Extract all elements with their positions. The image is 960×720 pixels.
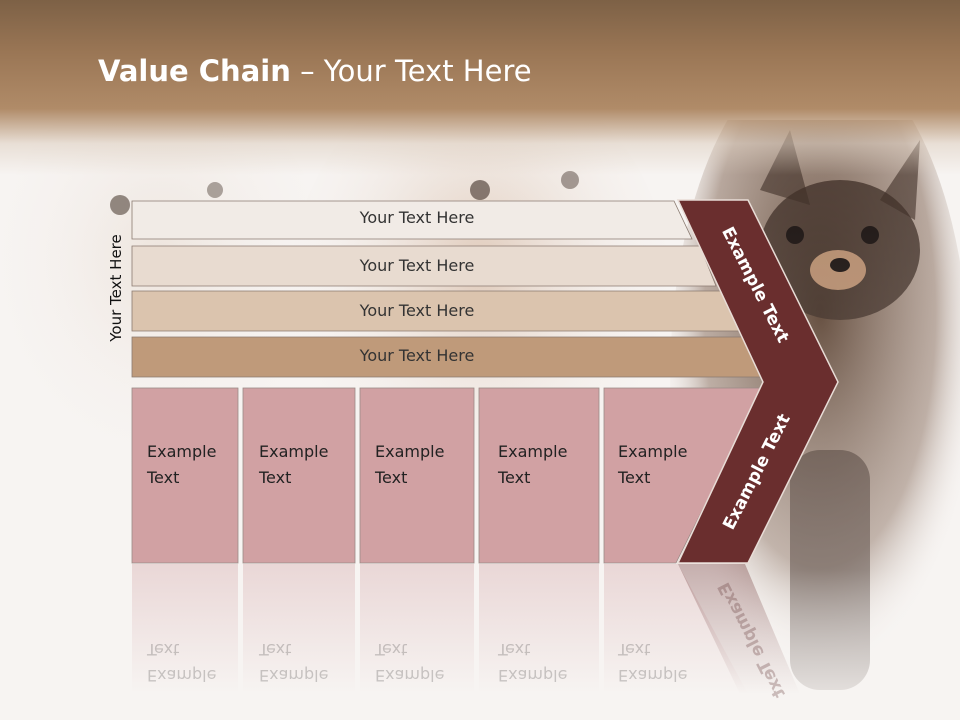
column-3-reflection-line1: Example [375,666,445,685]
column-1-reflection-line1: Example [147,666,217,685]
column-5-line1: Example [618,442,688,461]
column-4-line2: Text [498,468,531,487]
column-2-reflection-line1: Example [259,666,329,685]
bar-2-label: Your Text Here [359,256,475,275]
column-4-reflection-line2: Text [498,640,531,659]
column-4-reflection-line1: Example [498,666,568,685]
column-4-line1: Example [498,442,568,461]
column-2 [242,387,356,564]
column-3-reflection-line2: Text [375,640,408,659]
bar-2 [131,245,717,287]
column-1-line2: Text [147,468,180,487]
side-label: Your Text Here [107,234,125,342]
column-1-reflection: Example Text [147,636,237,688]
title-bold: Value Chain [98,54,291,88]
column-2-reflection-line2: Text [259,640,292,659]
bar-1-label: Your Text Here [359,208,475,227]
column-2-reflection: Example Text [259,636,349,688]
column-3-line2: Text [375,468,408,487]
column-1 [131,387,239,564]
column-3-reflection: Example Text [375,636,465,688]
column-5-reflection: Example Text [618,636,708,688]
bar-1 [131,200,693,240]
header-band [0,0,960,175]
column-3-line1: Example [375,442,445,461]
column-5-reflection-line1: Example [618,666,688,685]
column-4-reflection: Example Text [498,636,588,688]
column-5-reflection-line2: Text [618,640,651,659]
column-3 [359,387,475,564]
column-2-line2: Text [259,468,292,487]
column-4 [478,387,600,564]
chevron-arrow [676,199,839,564]
bar-3-label: Your Text Here [359,301,475,320]
bar-4-label: Your Text Here [359,346,475,365]
column-5 [603,387,764,564]
column-2-line1: Example [259,442,329,461]
slide-title: Value Chain – Your Text Here [98,54,532,88]
column-1-line1: Example [147,442,217,461]
reflection [132,564,800,694]
title-rest: – Your Text Here [290,54,532,88]
column-5-line2: Text [618,468,651,487]
column-1-reflection-line2: Text [147,640,180,659]
